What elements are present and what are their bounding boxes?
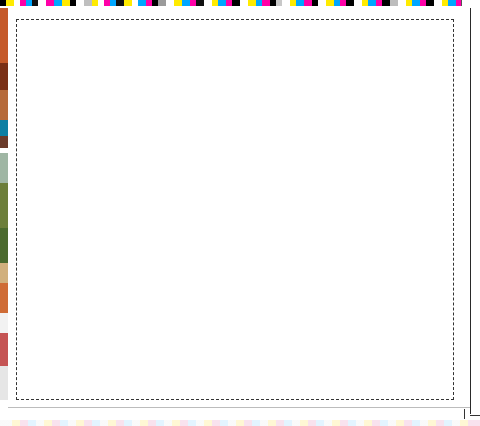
left-image-sliver bbox=[0, 8, 8, 414]
crop-mark-horizontal bbox=[470, 415, 480, 416]
crop-mark-vertical bbox=[464, 409, 465, 419]
bottom-color-strip bbox=[0, 420, 480, 426]
safe-area-frame bbox=[16, 19, 454, 400]
top-right-marker bbox=[461, 0, 480, 6]
right-trim-line bbox=[470, 8, 471, 414]
bottom-trim-line bbox=[8, 407, 470, 408]
color-calibration-strip bbox=[0, 0, 480, 6]
